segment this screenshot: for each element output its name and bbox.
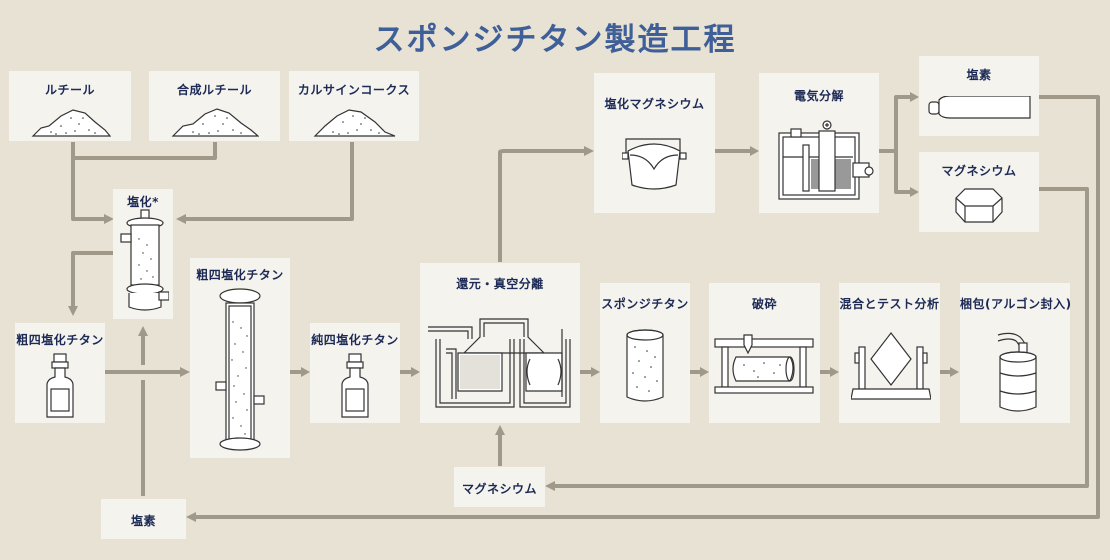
node-label: 塩化マグネシウム bbox=[604, 97, 705, 111]
arrowhead bbox=[910, 187, 919, 197]
edge-rutile-chlorination bbox=[71, 142, 104, 221]
node-label: 塩素 bbox=[966, 68, 992, 82]
crusher-icon bbox=[714, 334, 814, 394]
node-label: ルチール bbox=[44, 83, 95, 97]
edge-magnesium-return bbox=[555, 187, 1089, 488]
powder-pile-icon bbox=[31, 109, 111, 137]
arrowhead bbox=[180, 367, 190, 377]
powder-pile-icon bbox=[313, 109, 396, 137]
reduction-vessel-icon bbox=[428, 318, 571, 408]
distillation-column-icon bbox=[215, 288, 265, 451]
connector-lines bbox=[68, 92, 1100, 522]
arrowhead bbox=[104, 214, 114, 224]
node-label: 塩素 bbox=[130, 514, 156, 528]
node-label: 合成ルチール bbox=[176, 83, 252, 97]
mixer-icon bbox=[851, 332, 931, 400]
node-label: スポンジチタン bbox=[601, 297, 689, 311]
gas-cylinder-icon bbox=[928, 96, 1031, 119]
chlorination-furnace-icon bbox=[120, 209, 169, 311]
arrowhead bbox=[68, 306, 78, 316]
node-magnesium-top: マグネシウム bbox=[919, 152, 1039, 232]
node-crude-ticl4-bottle: 粗四塩化チタン bbox=[15, 323, 105, 423]
node-crushing: 破砕 bbox=[709, 283, 820, 423]
node-mgcl2: 塩化マグネシウム bbox=[594, 73, 715, 213]
edge-coke-chlorination bbox=[186, 142, 354, 221]
edge-split-chlorine bbox=[894, 95, 910, 190]
sponge-cylinder-icon bbox=[626, 329, 664, 402]
arrowhead bbox=[301, 367, 310, 377]
node-pure-ticl4: 純四塩化チタン bbox=[310, 323, 400, 423]
node-label: 電気分解 bbox=[793, 89, 844, 103]
bottle-icon bbox=[46, 353, 74, 418]
node-magnesium-bottom: マグネシウム bbox=[454, 467, 545, 507]
edge-chlorine-return bbox=[196, 95, 1100, 519]
node-crude-ticl4-column: 粗四塩化チタン bbox=[190, 258, 290, 458]
diagram-title: スポンジチタン製造工程 bbox=[373, 22, 737, 58]
node-rutile: ルチール bbox=[9, 71, 131, 141]
arrowhead bbox=[950, 367, 959, 377]
node-reduction: 還元・真空分離 bbox=[420, 263, 580, 423]
node-chlorine-bottom: 塩素 bbox=[101, 499, 186, 539]
powder-pile-icon bbox=[171, 108, 259, 137]
arrowhead bbox=[545, 481, 555, 491]
arrowhead bbox=[176, 214, 186, 224]
node-label: 純四塩化チタン bbox=[311, 333, 399, 347]
node-chlorine-top: 塩素 bbox=[919, 56, 1039, 136]
node-label: 破砕 bbox=[751, 297, 777, 311]
node-label: 塩化* bbox=[127, 195, 159, 209]
edge-reduction-mgcl2 bbox=[498, 149, 584, 262]
node-label: マグネシウム bbox=[461, 482, 537, 496]
node-electrolysis: 電気分解 bbox=[759, 73, 879, 213]
edge-split-magnesium bbox=[894, 151, 910, 194]
edge-chlorination-crude bbox=[71, 251, 114, 308]
arrowhead bbox=[750, 146, 759, 156]
node-sponge: スポンジチタン bbox=[600, 283, 690, 423]
bottle-icon bbox=[341, 353, 369, 418]
node-label: カルサインコークス bbox=[297, 83, 411, 97]
arrowhead bbox=[700, 367, 709, 377]
arrowhead bbox=[495, 425, 505, 435]
hexagonal-ingot-icon bbox=[955, 188, 1003, 223]
crucible-icon bbox=[622, 138, 687, 190]
arrowhead bbox=[186, 512, 196, 522]
node-label: 梱包(アルゴン封入) bbox=[960, 297, 1072, 311]
edge-synthetic-rutile-join bbox=[73, 142, 217, 160]
node-label: 混合とテスト分析 bbox=[839, 297, 940, 311]
node-chlorination: 塩化* bbox=[113, 189, 173, 319]
arrowhead bbox=[138, 326, 148, 336]
drum-icon bbox=[997, 332, 1037, 412]
arrowhead bbox=[411, 367, 420, 377]
arrowhead bbox=[830, 367, 839, 377]
arrowhead bbox=[591, 367, 600, 377]
arrowhead bbox=[910, 92, 919, 102]
node-packing: 梱包(アルゴン封入) bbox=[960, 283, 1072, 423]
node-mixing: 混合とテスト分析 bbox=[839, 283, 940, 423]
node-calcined-coke: カルサインコークス bbox=[289, 71, 419, 141]
node-label: 粗四塩化チタン bbox=[196, 268, 284, 282]
node-label: 還元・真空分離 bbox=[456, 277, 544, 291]
arrowhead bbox=[584, 146, 594, 156]
node-label: 粗四塩化チタン bbox=[16, 333, 104, 347]
electrolysis-cell-icon bbox=[778, 120, 874, 200]
node-synthetic-rutile: 合成ルチール bbox=[149, 71, 280, 141]
node-label: マグネシウム bbox=[941, 164, 1017, 178]
